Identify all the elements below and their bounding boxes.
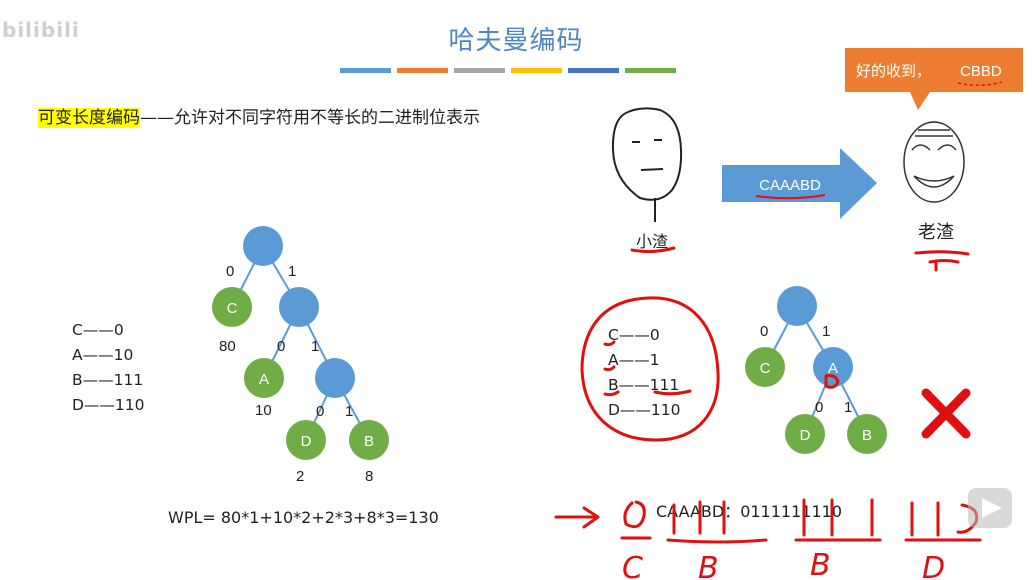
leaf-node [847,414,887,454]
leaf-label: B [364,433,374,450]
edge-label: 1 [822,323,830,340]
leaf-label: D [800,427,811,444]
sender-face-icon [611,107,683,222]
edge-label: 1 [288,263,296,280]
receiver-face-icon [903,121,965,203]
code-row: C——0 [72,321,124,339]
color-bar-segment [454,68,505,73]
transmission-arrow: CAAABD [722,148,877,219]
code-row: D——110 [72,396,145,414]
color-bar-segment [625,68,676,73]
internal-node [777,286,817,326]
node-label: A [828,360,838,377]
edge-label: 0 [316,403,324,420]
sender-name: 小渣 [636,232,669,251]
definition-line: 可变长度编码——允许对不同字符用不等长的二进制位表示 [38,103,480,128]
code-marks [603,340,620,397]
leaf-node [349,420,389,460]
color-bar-segment [568,68,619,73]
leaf-label: A [259,371,269,388]
code-row: A——1 [608,351,660,369]
handwritten-letter: D [922,551,945,580]
wrong-mark-icon [921,388,971,439]
color-bar-segment [397,68,448,73]
leaf-node [745,347,785,387]
edge-label: 1 [345,403,353,420]
speech-text: CBBD [960,63,1002,80]
encoded-string: CAAABD：0111111110 [656,502,842,521]
code-row: C——0 [608,326,660,344]
code-row: B——111 [608,376,680,394]
weight-label: 2 [296,468,304,485]
wpl-formula: WPL= 80*1+10*2+2*3+8*3=130 [168,508,439,527]
internal-node [243,226,283,266]
slide-title: 哈夫曼编码 [448,26,584,56]
leaf-label: C [760,360,771,377]
handwritten-letter: B [698,551,719,580]
leaf-node [785,414,825,454]
handwritten-letter: C [622,551,643,580]
leaf-node [212,287,252,327]
message-underline [755,194,826,200]
pointer-arrow [554,506,600,529]
weight-label: 10 [255,402,272,419]
weight-label: 80 [219,338,236,355]
edge-label: 1 [844,399,852,416]
sender-underline [630,246,676,254]
code-marks [653,389,692,396]
code-table-right: C——0 A——1 B——111 D——110 [608,323,681,423]
play-overlay-icon[interactable] [968,488,1012,528]
huffman-tree-1: C A D B 0 1 0 1 0 1 80 10 2 8 [212,226,389,485]
speech-prefix: 好的收到， [856,62,931,80]
message-label: CAAABD [759,177,821,194]
receiver-name: 老渣 [918,222,954,243]
color-bar [340,68,676,73]
leaf-node [286,420,326,460]
code-row: D——110 [608,401,681,419]
leaf-label: B [862,427,872,444]
internal-node [813,347,853,387]
code-table-left: C——0 A——10 B——111 D——110 [72,318,145,418]
definition-text: ——允许对不同字符用不等长的二进制位表示 [140,108,480,128]
edge-label: 0 [815,399,823,416]
code-table-circle [580,296,720,442]
leaf-label: C [227,300,238,317]
code-row: A——10 [72,346,134,364]
definition-term: 可变长度编码 [38,108,140,128]
edge-label: 0 [226,263,234,280]
handwritten-letter: B [810,548,831,580]
handwritten-annotation: C B B D [554,498,982,580]
leaf-node [244,358,284,398]
color-bar-segment [340,68,391,73]
weight-label: 8 [365,468,373,485]
receiver-underline [914,250,970,256]
internal-node [315,358,355,398]
edge-label: 0 [760,323,768,340]
internal-node [279,287,319,327]
speech-bubble: 好的收到， CBBD [845,48,1023,110]
invalid-tree-2: C A D B 0 1 0 1 [745,286,887,454]
watermark: bilibili [2,18,80,42]
leaf-label: D [301,433,312,450]
edge-label: 1 [311,338,319,355]
code-row: B——111 [72,371,144,389]
edge-label: 0 [277,338,285,355]
red-mark [824,374,840,389]
receiver-underline [928,259,960,272]
color-bar-segment [511,68,562,73]
